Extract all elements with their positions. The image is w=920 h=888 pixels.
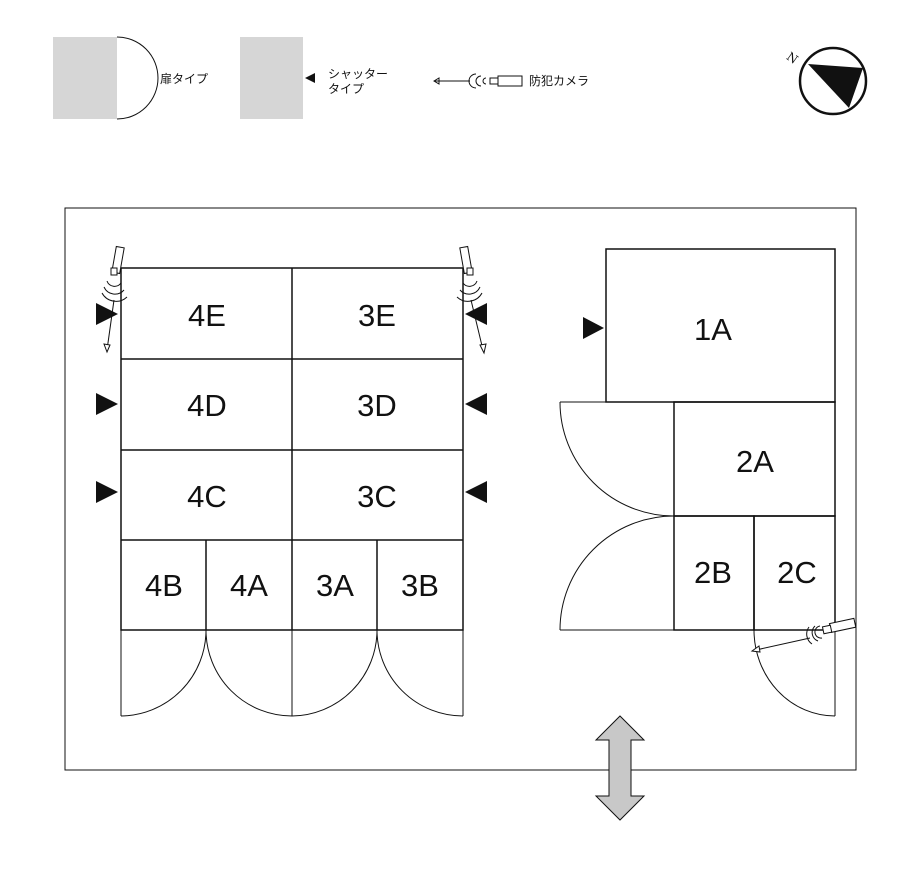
- unit-3a-label: 3A: [316, 568, 354, 603]
- camera-ray-arrowhead: [750, 645, 761, 653]
- door-2c-swing: [753, 629, 836, 717]
- unit-4a-label: 4A: [230, 568, 268, 603]
- unit-3c-label: 3C: [357, 479, 397, 514]
- unit-1a-label: 1A: [694, 312, 732, 347]
- shutter-3c-icon: [465, 481, 487, 503]
- camera-ray: [106, 299, 115, 351]
- camera-top-left: [101, 245, 128, 354]
- unit-3b-label: 3B: [401, 568, 439, 603]
- camera-lens: [110, 267, 118, 276]
- camera-wave-1: [462, 280, 478, 287]
- legend-shutter-label-line2: タイプ: [328, 82, 364, 96]
- camera-ray-arrowhead: [103, 343, 111, 354]
- camera-wave-3: [456, 292, 483, 302]
- legend-camera: 防犯カメラ: [433, 73, 589, 89]
- shutter-3d-icon: [465, 393, 487, 415]
- unit-2a-label: 2A: [736, 444, 774, 479]
- unit-3e-label: 3E: [358, 298, 396, 333]
- door-3a-swing: [291, 629, 378, 717]
- camera-ray: [755, 637, 811, 651]
- unit-2c-label: 2C: [777, 555, 817, 590]
- camera-wave-3: [806, 626, 813, 645]
- shutter-1a-icon: [583, 317, 604, 339]
- camera-wave-2: [459, 286, 481, 295]
- legend-camera-wave-2: [475, 75, 482, 87]
- shutter-4d-icon: [96, 393, 118, 415]
- legend-shutter-box: [240, 37, 303, 119]
- legend-camera-wave-1: [468, 73, 477, 89]
- camera-top-right: [456, 245, 487, 355]
- camera-bottom-right: [750, 617, 857, 653]
- door-4b-swing: [120, 629, 207, 717]
- door-3b-swing: [376, 629, 464, 717]
- camera-wave-2: [811, 625, 819, 642]
- legend-camera-arrowhead: [433, 77, 440, 85]
- camera-ray: [470, 299, 484, 351]
- camera-wave-2: [103, 286, 125, 295]
- legend-camera-label: 防犯カメラ: [529, 73, 589, 88]
- shutter-3e-icon: [465, 303, 487, 325]
- legend-shutter-type: シャッター タイプ: [240, 37, 388, 119]
- unit-3d-label: 3D: [357, 388, 397, 423]
- security-camera-icon: [489, 77, 499, 85]
- unit-4c-label: 4C: [187, 479, 227, 514]
- security-camera-icon: [828, 617, 857, 633]
- legend-door-type: 扉タイプ: [53, 36, 208, 120]
- black-triangle-icon: [305, 73, 315, 83]
- left-building: 4E 3E 4D 3D 4C 3C 4B 4A 3A 3B: [96, 267, 487, 717]
- bottom-door-swings: [120, 629, 464, 717]
- site-boundary: [64, 207, 857, 771]
- legend: 扉タイプ シャッター タイプ 防犯カメラ: [53, 36, 589, 120]
- double-arrow-icon: [594, 715, 646, 821]
- shutter-4e-icon: [96, 303, 118, 325]
- door-4a-swing: [205, 629, 293, 717]
- unit-4e-label: 4E: [188, 298, 226, 333]
- camera-lens: [466, 267, 474, 276]
- compass-needle: [808, 64, 863, 108]
- legend-door-swing-top: [116, 36, 159, 120]
- unit-4d-label: 4D: [187, 388, 227, 423]
- legend-shutter-label-line1: シャッター: [328, 67, 388, 81]
- door-2a-swing-upper: [559, 401, 675, 517]
- unit-2c-box: [753, 515, 836, 631]
- legend-door-label: 扉タイプ: [160, 72, 208, 86]
- compass-icon: N: [784, 46, 868, 116]
- shutter-4c-icon: [96, 481, 118, 503]
- right-building: 1A 2A 2B 2C: [559, 248, 836, 717]
- unit-4b-label: 4B: [145, 568, 183, 603]
- legend-door-box: [53, 37, 117, 119]
- compass-north-label: N: [784, 49, 801, 66]
- legend-camera-wave-3: [482, 77, 487, 85]
- camera-ray-arrowhead: [479, 343, 487, 355]
- camera-lens: [821, 624, 833, 635]
- legend-camera-body: [497, 75, 523, 87]
- unit-2b-label: 2B: [694, 555, 732, 590]
- camera-wave-1: [106, 280, 122, 287]
- camera-wave-1: [814, 625, 823, 639]
- door-2a-swing-lower: [559, 515, 675, 631]
